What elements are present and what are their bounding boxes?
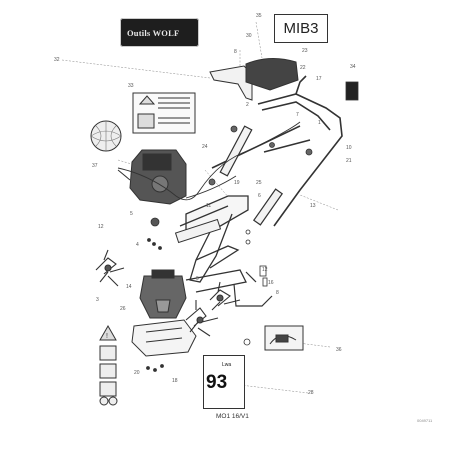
callout-number: 1 xyxy=(318,120,321,126)
model-label: MIB3 xyxy=(274,14,328,43)
safety-decal xyxy=(264,325,304,351)
callout-number: 25 xyxy=(256,180,262,186)
callout-number: 24 xyxy=(202,144,208,150)
drawing-reference: MO1 16/V1 xyxy=(216,413,249,420)
cover-shield xyxy=(209,58,299,101)
callout-number: 20 xyxy=(134,370,140,376)
svg-text:!: ! xyxy=(106,333,108,340)
main-frame xyxy=(179,195,249,293)
brand-logo-text: Outils WOLF xyxy=(127,28,180,38)
skid-plate xyxy=(131,319,197,357)
brand-logo: Outils WOLF xyxy=(120,18,199,47)
handle-bar-cylinder xyxy=(174,218,222,244)
callout-number: 17 xyxy=(316,76,322,82)
callout-number: 16 xyxy=(268,280,274,286)
callout-number: 34 xyxy=(350,64,356,70)
callout-number: 19 xyxy=(234,180,240,186)
callout-number: 14 xyxy=(126,284,132,290)
callout-number: 13 xyxy=(310,203,316,209)
callout-number: 32 xyxy=(54,57,60,63)
callout-number: 12 xyxy=(262,267,268,273)
callout-number: 6 xyxy=(258,193,261,199)
noise-decal-label: Lwa xyxy=(222,362,232,368)
callout-number: 36 xyxy=(336,347,342,353)
page-reference: 0049711 xyxy=(417,418,433,423)
gearbox xyxy=(139,269,187,319)
noise-decal-value: 93 xyxy=(206,372,228,393)
callout-number: 33 xyxy=(128,83,134,89)
callout-number: 8 xyxy=(234,49,237,55)
callout-number: 28 xyxy=(308,390,314,396)
callout-number: 30 xyxy=(246,33,252,39)
warning-plate xyxy=(132,92,196,134)
callout-number: 37 xyxy=(92,163,98,169)
callout-number: 5 xyxy=(130,211,133,217)
callout-number: 12 xyxy=(98,224,104,230)
depth-stake xyxy=(233,271,273,307)
callout-number: 26 xyxy=(120,306,126,312)
handle-grips xyxy=(219,125,284,226)
engine xyxy=(117,149,187,205)
throttle-cable xyxy=(117,121,301,201)
globe-sticker xyxy=(90,120,122,152)
callout-number: 2 xyxy=(246,102,249,108)
tiller-blades xyxy=(95,249,241,337)
callout-number: 3 xyxy=(96,297,99,303)
callout-number: 4 xyxy=(136,242,139,248)
warning-icon-column: ! xyxy=(99,324,118,406)
hardware-parts xyxy=(146,81,359,372)
callout-number: 22 xyxy=(300,65,306,71)
callout-number: 8 xyxy=(276,290,279,296)
callout-number: 23 xyxy=(302,48,308,54)
callout-number: 18 xyxy=(172,378,178,384)
callout-number: 10 xyxy=(346,145,352,151)
callout-number: 7 xyxy=(296,112,299,118)
callout-number: 21 xyxy=(346,158,352,164)
callout-number: 11 xyxy=(206,203,212,209)
noise-level-decal: Lwa 93 xyxy=(203,355,245,409)
callout-number: 9 xyxy=(196,276,199,282)
callout-number: 35 xyxy=(256,13,262,19)
